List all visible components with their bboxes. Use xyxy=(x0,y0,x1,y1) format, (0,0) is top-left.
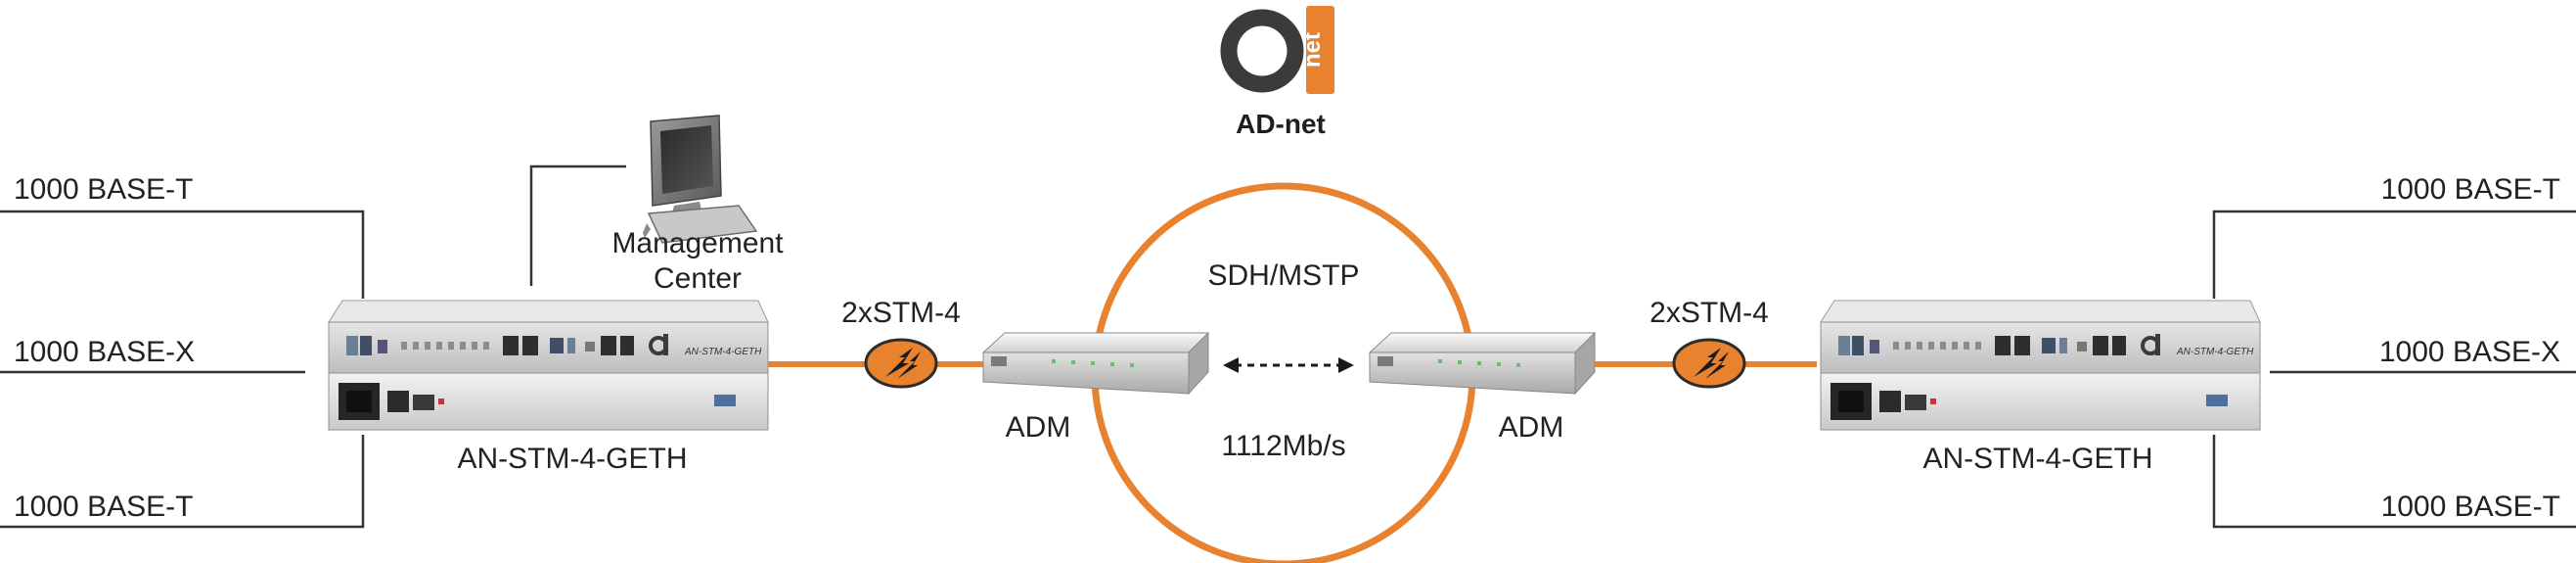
logo-orange-bar xyxy=(1306,6,1334,94)
logo-circle-mark xyxy=(1220,9,1304,93)
lightning-icon xyxy=(1672,338,1746,389)
management-line2: Center xyxy=(654,262,742,295)
lightning-icon xyxy=(864,338,938,389)
left-device-panel-label: AN-STM-4-GETH xyxy=(684,347,762,357)
adnet-logo: net AD-net xyxy=(1220,6,1334,139)
left-port-mid-label: 1000 BASE-X xyxy=(14,336,195,368)
rack-unit-icon: AN-STM-4-GETH xyxy=(327,299,770,432)
left-port-lines xyxy=(0,164,626,529)
brand-name: AD-net xyxy=(1236,109,1326,139)
left-device-name: AN-STM-4-GETH xyxy=(458,443,688,475)
right-port-bottom-label: 1000 BASE-T xyxy=(2381,491,2560,523)
left-link-label: 2xSTM-4 xyxy=(841,297,961,329)
computer-icon xyxy=(643,115,758,244)
adm-link-arrow xyxy=(1223,357,1354,373)
left-adm-label: ADM xyxy=(1006,411,1071,444)
logo-net-text: net xyxy=(1299,32,1326,68)
right-port-mid-label: 1000 BASE-X xyxy=(2379,336,2560,368)
adm-router-icon xyxy=(982,332,1209,395)
right-device-panel-label: AN-STM-4-GETH xyxy=(2176,347,2254,357)
right-adm-label: ADM xyxy=(1499,411,1564,444)
right-link-label: 2xSTM-4 xyxy=(1650,297,1769,329)
management-line1: Management xyxy=(611,227,784,259)
ring-bottom-label: 1112Mb/s xyxy=(1221,430,1345,462)
adm-router-icon xyxy=(1369,332,1596,395)
rack-unit-icon: AN-STM-4-GETH xyxy=(1819,299,2262,432)
left-port-bottom-label: 1000 BASE-T xyxy=(14,491,193,523)
left-port-top-label: 1000 BASE-T xyxy=(14,173,193,206)
ring-top-label: SDH/MSTP xyxy=(1207,259,1359,292)
right-port-top-label: 1000 BASE-T xyxy=(2381,173,2560,206)
right-device-name: AN-STM-4-GETH xyxy=(1923,443,2153,475)
right-port-lines xyxy=(2212,210,2576,529)
